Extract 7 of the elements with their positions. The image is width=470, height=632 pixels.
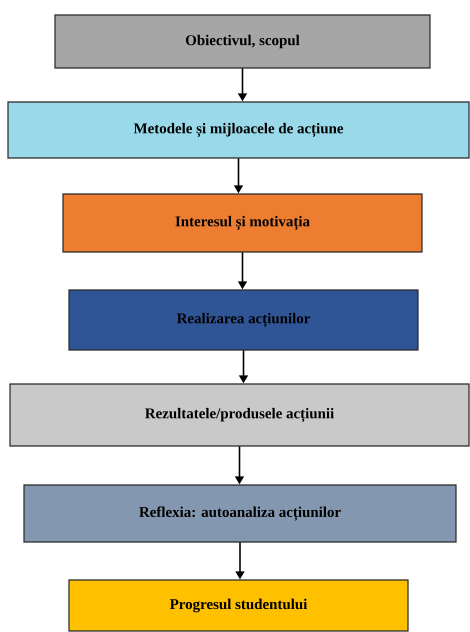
process-box: Obiectivul, scopul bbox=[54, 14, 431, 69]
process-box: Realizarea acțiunilor bbox=[68, 289, 419, 351]
process-box: Interesul și motivația bbox=[62, 193, 423, 253]
process-box: Progresul studentului bbox=[68, 579, 409, 632]
process-box: Reflexia: autoanaliza acțiunilor bbox=[23, 484, 457, 543]
process-box: Rezultatele/produsele acțiunii bbox=[9, 383, 470, 447]
process-box: Metodele și mijloacele de acțiune bbox=[7, 101, 470, 159]
